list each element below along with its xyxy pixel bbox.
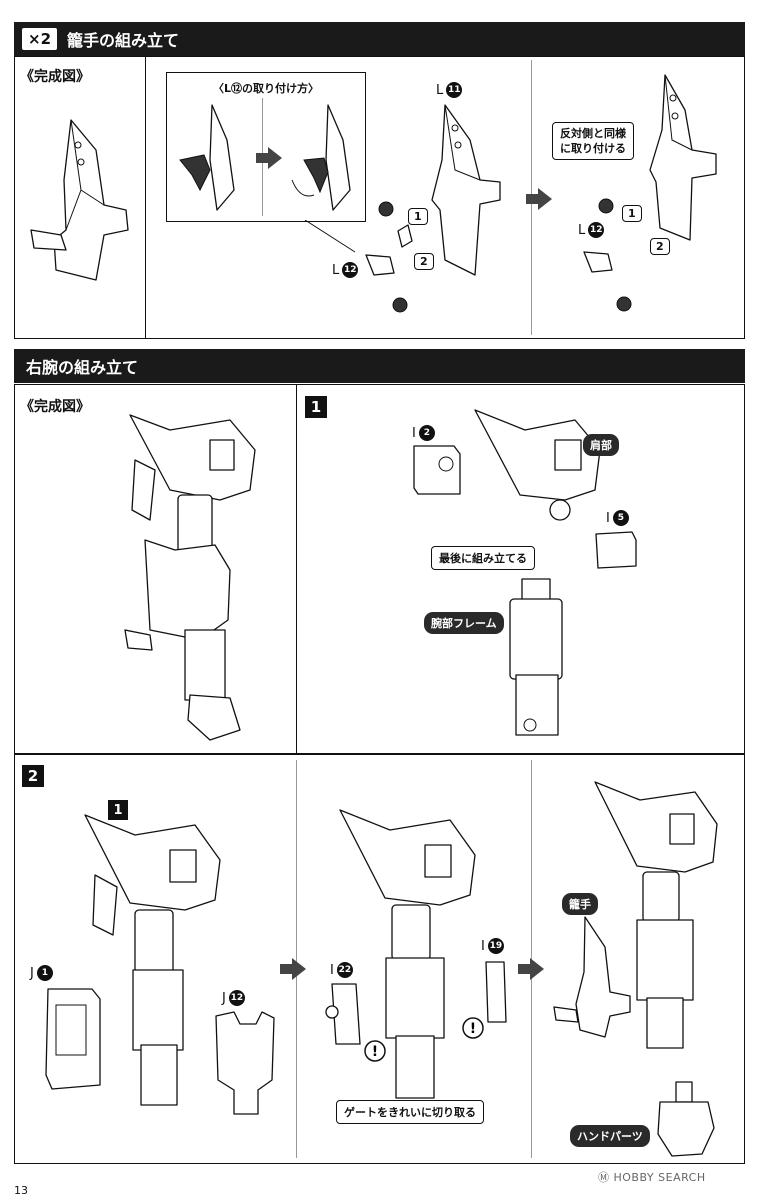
gate-cut-note: ゲートをきれいに切り取る bbox=[336, 1100, 484, 1124]
step-2-marker-right: 2 bbox=[650, 238, 670, 255]
step-2-marker: 2 bbox=[414, 253, 434, 270]
kote-assembly-right-illustration bbox=[649, 74, 717, 241]
arm-final-illustration bbox=[594, 781, 718, 1049]
part-j12-illustration bbox=[215, 1011, 275, 1115]
panel-divider bbox=[296, 384, 297, 754]
inset-arrow bbox=[256, 147, 282, 169]
inset-pointer bbox=[304, 220, 356, 253]
arm-frame-illustration bbox=[509, 578, 563, 736]
kote-assembly-illustration bbox=[431, 104, 501, 276]
hand-parts-label: ハンドパーツ bbox=[570, 1125, 650, 1147]
svg-text:!: ! bbox=[470, 1021, 476, 1037]
caution-icon: ! bbox=[364, 1040, 386, 1062]
step-2-panel bbox=[14, 754, 745, 1164]
quantity-badge: ×2 bbox=[22, 28, 58, 50]
hand-parts-illustration bbox=[657, 1081, 715, 1157]
inset-title: 〈L⑫の取り付け方〉 bbox=[213, 82, 320, 95]
page-number: 13 bbox=[14, 1184, 28, 1197]
inset-after-illustration bbox=[291, 104, 351, 211]
section-header-kote: ×2 籠手の組み立て bbox=[14, 22, 745, 56]
arm-step2-illustration bbox=[84, 814, 221, 1106]
part-l12-illustration bbox=[365, 201, 413, 313]
assemble-last-note: 最後に組み立てる bbox=[431, 546, 535, 570]
step-badge-1: 1 bbox=[305, 396, 327, 418]
panel-divider bbox=[145, 56, 146, 339]
kote-panel bbox=[14, 56, 745, 339]
part-i22-illustration bbox=[325, 983, 361, 1045]
inset-before-illustration bbox=[179, 104, 235, 211]
same-as-opposite-note: 反対側と同様 に取り付ける bbox=[552, 122, 634, 160]
kote-label: 籠手 bbox=[562, 893, 598, 915]
step-1-marker-right: 1 bbox=[622, 205, 642, 222]
section-header-right-arm: 右腕の組み立て bbox=[14, 349, 745, 383]
inset-how-to-attach bbox=[166, 72, 366, 222]
part-i5-illustration bbox=[595, 531, 637, 569]
svg-text:!: ! bbox=[372, 1044, 378, 1060]
complete-label: 《完成図》 bbox=[20, 399, 90, 415]
shoulder-illustration bbox=[474, 409, 601, 521]
complete-label: 《完成図》 bbox=[20, 69, 90, 85]
step-badge-2: 2 bbox=[22, 765, 44, 787]
watermark: Ⓜ HOBBY SEARCH bbox=[598, 1171, 706, 1184]
arm-frame-label: 腕部フレーム bbox=[424, 612, 504, 634]
part-i19-illustration bbox=[485, 961, 507, 1023]
part-l12-right-illustration bbox=[583, 198, 632, 312]
progress-arrow bbox=[518, 958, 544, 980]
section-title: 籠手の組み立て bbox=[67, 31, 180, 50]
kote-attach-illustration bbox=[553, 916, 631, 1038]
section-title: 右腕の組み立て bbox=[26, 358, 139, 377]
caution-icon: ! bbox=[462, 1017, 484, 1039]
right-arm-complete-illustration bbox=[124, 414, 256, 741]
kote-complete-illustration bbox=[30, 119, 129, 281]
part-j1-illustration bbox=[45, 988, 101, 1090]
step-1-marker: 1 bbox=[408, 208, 428, 225]
shoulder-label: 肩部 bbox=[583, 434, 619, 456]
progress-arrow bbox=[526, 188, 552, 210]
progress-arrow bbox=[280, 958, 306, 980]
part-i2-illustration bbox=[413, 445, 461, 495]
arm-gate-illustration bbox=[339, 809, 476, 1099]
right-arm-panel bbox=[14, 384, 745, 754]
sub-step-badge-1: 1 bbox=[108, 800, 128, 820]
